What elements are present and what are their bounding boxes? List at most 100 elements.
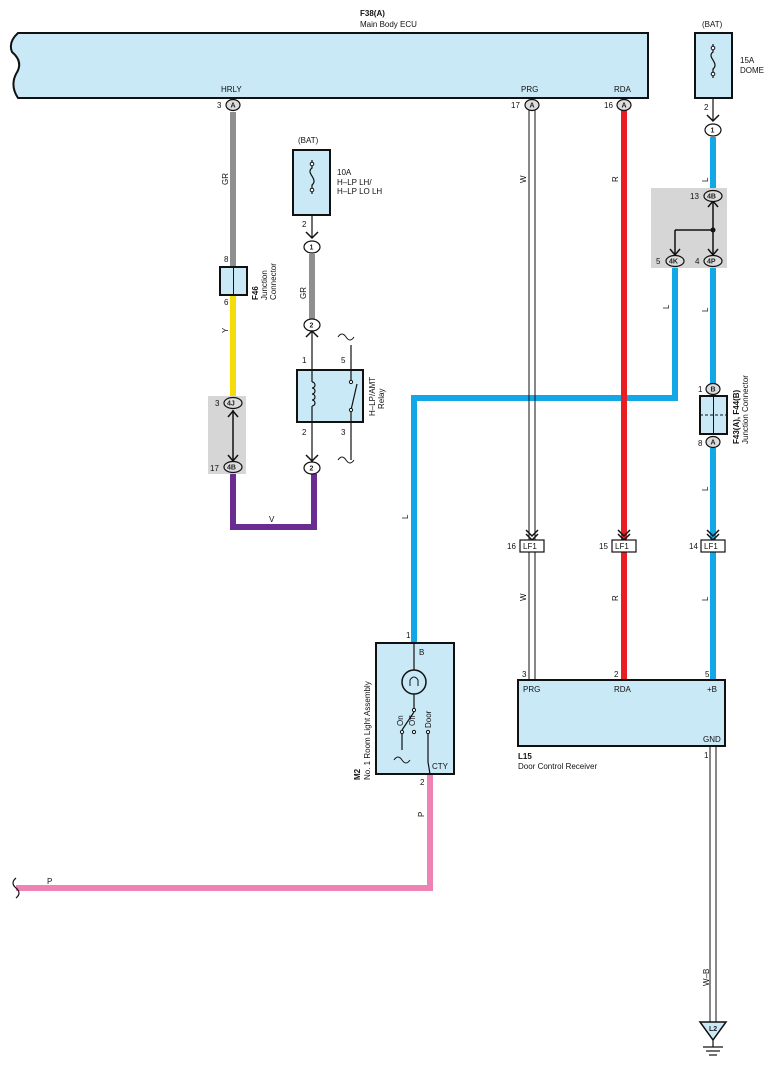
lf1-b: LF1 (700, 539, 726, 553)
fuse-dome-symbol (710, 44, 716, 78)
room-light-code: M2 (353, 768, 362, 780)
fuse-dome-rating: 15A (740, 56, 755, 65)
room-light-sw-off: Off (408, 715, 417, 726)
wire-l-left (411, 266, 678, 643)
fuse-dome-connector: 1 (704, 123, 722, 137)
f46-pin-top: 8 (224, 255, 229, 264)
svg-text:A: A (530, 103, 535, 110)
splice-left-bottom-pin: 17 (210, 464, 219, 473)
fuse-hlp-box (292, 149, 331, 216)
relay-name-1: H–LP/AMT (368, 377, 377, 416)
splice-right-right-pin: 4 (695, 257, 700, 266)
splice-right-left-pin: 5 (656, 257, 661, 266)
wire-code-y: Y (221, 327, 230, 333)
receiver-pin-b: 5 (705, 670, 710, 679)
fuse-hlp-name-1: H–LP LH/ (337, 178, 372, 187)
relay-name-2: Relay (377, 389, 386, 409)
splice-right-left-conn: 4K (665, 254, 685, 268)
svg-text:1: 1 (310, 245, 314, 252)
splice-right-top-conn: 4B (703, 189, 723, 203)
receiver-pin-rda: 2 (614, 670, 619, 679)
lf1-pin-15: 15 (599, 542, 608, 551)
ecu-term-hrly: HRLY (221, 85, 242, 94)
ground-l2: L2 (698, 1021, 728, 1056)
room-light-pin-bottom: 2 (420, 778, 425, 787)
receiver-box (517, 679, 726, 747)
receiver-name: Door Control Receiver (518, 762, 597, 771)
wire-code-l-splice: L (662, 304, 671, 309)
splice-left-top-pin: 3 (215, 399, 220, 408)
splice-left-box (208, 396, 246, 474)
receiver-gnd: GND (703, 735, 721, 744)
lf1-rda: LF1 (611, 539, 637, 553)
wire-code-r-bottom: R (611, 595, 620, 601)
svg-text:A: A (622, 103, 627, 110)
wire-code-w-bottom: W (519, 593, 528, 601)
lf1-pin-14: 14 (689, 542, 698, 551)
f43-name: Junction Connector (741, 375, 750, 444)
svg-text:4B: 4B (227, 465, 236, 472)
svg-text:LF1: LF1 (704, 542, 718, 551)
main-body-ecu: F38(A) Main Body ECU HRLY PRG RDA 3 17 1… (9, 9, 649, 112)
lf1-pin-16: 16 (507, 542, 516, 551)
splice-right: 13 4B 5 4K 4 4P (651, 188, 727, 268)
break-mark-left (12, 877, 20, 899)
wire-code-l-lower: L (701, 486, 710, 491)
fuse-dome: (BAT) 15A DOME 2 1 (694, 20, 764, 137)
svg-text:4J: 4J (227, 401, 235, 408)
svg-text:A: A (711, 440, 716, 447)
room-light-name: No. 1 Room Light Assembly (363, 681, 372, 780)
f46-name-1: Junction (260, 270, 269, 300)
splice-left-top-conn: 4J (223, 396, 243, 410)
ecu-pin-prg: 17 (511, 101, 520, 110)
f43-conn-bottom: A (705, 435, 721, 449)
wire-code-w-top: W (519, 175, 528, 183)
relay-connector-bottom: 2 (303, 461, 321, 475)
fuse-dome-arrow (706, 114, 720, 123)
ecu-name: Main Body ECU (360, 20, 417, 29)
fuse-hlp-connector: 1 (303, 240, 321, 254)
ecu-connector-rda: A (616, 98, 632, 112)
wire-p (16, 775, 433, 891)
receiver-term-b: +B (707, 685, 717, 694)
f46-name-2: Connector (269, 263, 278, 300)
relay-hlp-amt: 2 1 5 H–LP/AMT Relay 2 3 2 (296, 318, 386, 475)
svg-text:LF1: LF1 (615, 542, 629, 551)
junction-f43-f44: 1 B 8 A F43(A), F44(B) Junction Connecto… (698, 375, 750, 449)
fuse-dome-name: DOME (740, 66, 764, 75)
lf1-connectors: 16 LF1 15 LF1 14 LF1 (507, 529, 726, 553)
lf1-prg: LF1 (519, 539, 545, 553)
splice-right-right-conn: 4P (703, 254, 723, 268)
room-light-assembly: 1 B On Off Door CTY 2 M2 No. 1 Room Ligh… (353, 631, 455, 787)
fuse-hlp-source: (BAT) (298, 136, 319, 145)
fuse-dome-box (694, 32, 733, 99)
receiver-term-rda: RDA (614, 685, 632, 694)
fuse-hlp-rating: 10A (337, 168, 352, 177)
room-light-term-b: B (419, 648, 424, 657)
wire-code-gr-ecu: GR (221, 173, 230, 185)
relay-pin-3: 3 (341, 428, 346, 437)
ecu-box (9, 32, 649, 99)
wire-code-v: V (269, 515, 275, 524)
relay-coil (311, 381, 316, 407)
relay-pin-1: 1 (302, 356, 307, 365)
wire-code-p-vertical: P (417, 812, 426, 817)
wire-v (230, 474, 317, 530)
fuse-hlp-symbol (309, 160, 315, 194)
room-light-sw-on: On (396, 715, 405, 726)
wire-code-gr-fuse: GR (299, 287, 308, 299)
receiver-pin-prg: 3 (522, 670, 527, 679)
splice-left: 3 4J 17 4B (208, 396, 246, 474)
ground-triangle (698, 1021, 728, 1042)
ecu-code: F38(A) (360, 9, 385, 18)
room-light-switch (401, 711, 415, 731)
f43-conn-top: B (705, 382, 721, 396)
ground-label: L2 (709, 1026, 717, 1033)
ecu-pin-rda: 16 (604, 101, 613, 110)
fuse-hlp: (BAT) 10A H–LP LH/ H–LP LO LH 2 1 (292, 136, 382, 254)
door-control-receiver: 3 2 5 PRG RDA +B GND 1 L15 Door Control … (517, 670, 726, 771)
junction-f46: 8 6 F46 Junction Connector (219, 255, 278, 307)
fuse-dome-pin: 2 (704, 103, 709, 112)
svg-text:1: 1 (711, 128, 715, 135)
